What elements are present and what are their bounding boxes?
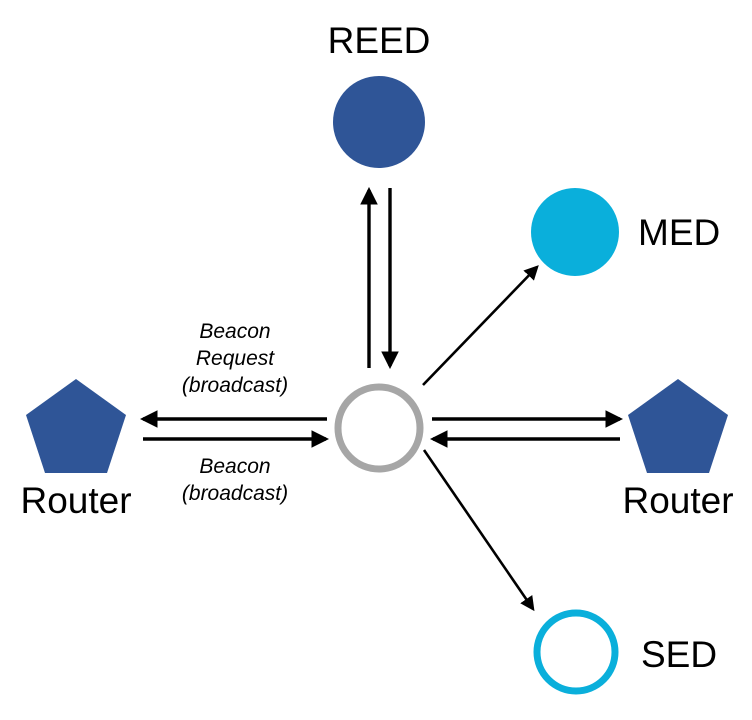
edge-center-to-sed [422,449,535,612]
edge-center-to-med [422,265,539,386]
node-router-left-label: Router [20,480,131,521]
edge-label-beacon-request: Beacon Request (broadcast) [182,320,288,397]
node-sed-label: SED [641,634,717,675]
node-reed-label: REED [328,20,431,61]
edge-label-beacon: Beacon (broadcast) [182,455,288,505]
node-center[interactable] [334,383,424,473]
node-sed[interactable] [533,609,619,695]
edge-center-router-left-group [139,410,330,448]
node-med[interactable] [531,188,619,276]
node-router-right[interactable] [628,379,728,473]
edge-label-beacon-request-line1: Beacon [199,320,270,343]
node-reed[interactable] [333,76,425,168]
edge-center-router-right-group [429,410,624,448]
node-router-left[interactable] [26,379,126,473]
edge-label-beacon-line1: Beacon [199,455,270,478]
node-med-label: MED [638,212,720,253]
edge-center-reed-group [360,186,399,370]
node-router-right-label: Router [622,480,733,521]
edge-label-beacon-request-line3: (broadcast) [182,374,288,397]
edge-label-beacon-request-line2: Request [196,347,275,370]
edge-label-beacon-line2: (broadcast) [182,482,288,505]
